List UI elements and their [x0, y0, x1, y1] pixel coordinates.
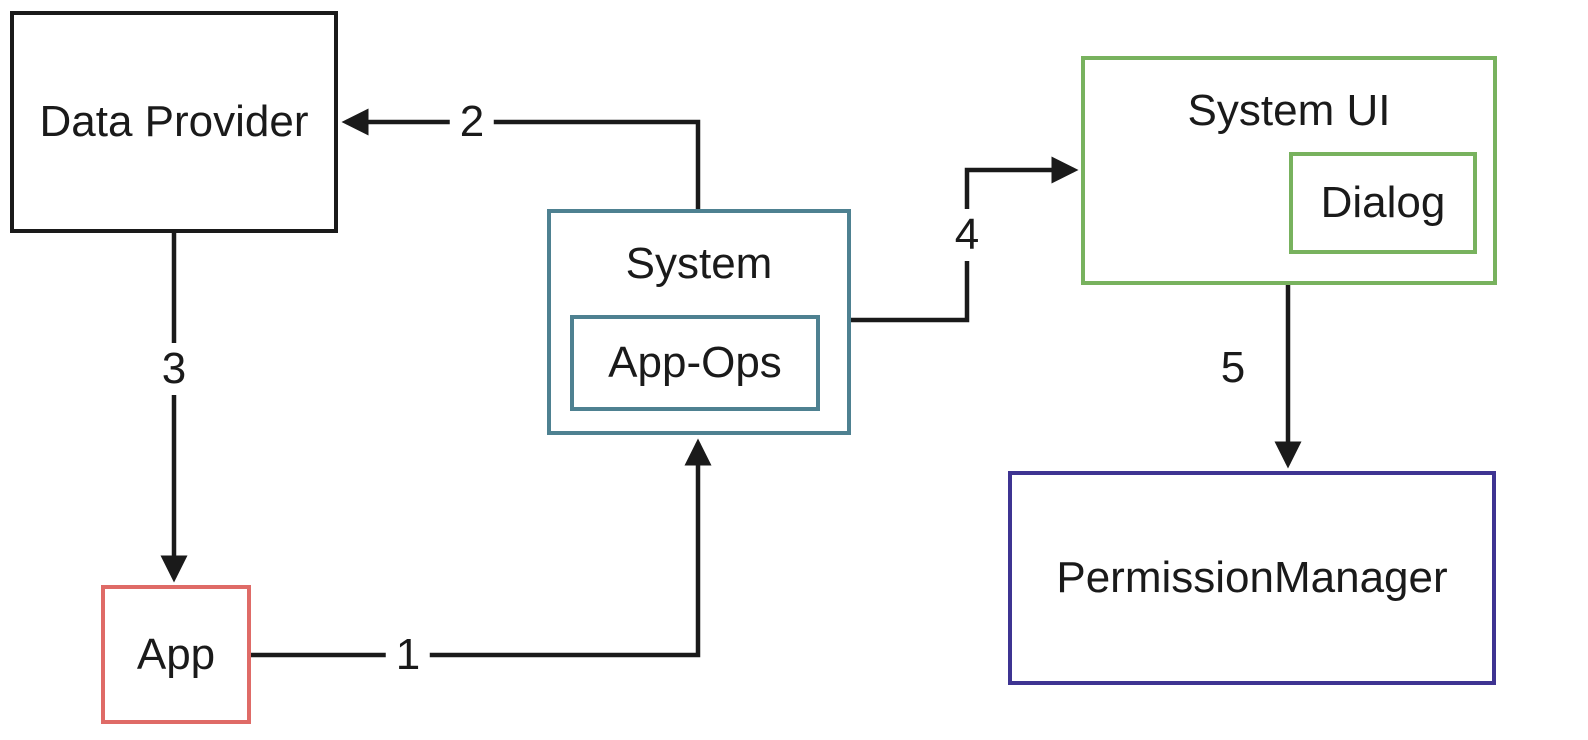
node-data-provider: Data Provider [10, 11, 338, 233]
arrow-1-label: 1 [385, 629, 431, 681]
node-app: App [101, 585, 251, 724]
node-dialog-label: Dialog [1320, 178, 1446, 227]
node-system-ui-label: System UI [1187, 86, 1391, 135]
node-permission-manager-label: PermissionManager [1056, 553, 1448, 602]
arrow-1-app-to-system [251, 438, 712, 658]
arrow-2-system-to-data-provider [341, 108, 701, 211]
node-dialog: Dialog [1289, 152, 1477, 254]
node-system-ui: System UI Dialog [1081, 56, 1497, 285]
node-app-label: App [136, 629, 216, 679]
node-system-label: System [625, 239, 773, 288]
node-app-ops-label: App-Ops [608, 338, 782, 387]
arrow-5-label: 5 [1210, 342, 1256, 394]
node-data-provider-label: Data Provider [39, 97, 309, 146]
arrow-2-label: 2 [449, 96, 495, 148]
node-permission-manager: PermissionManager [1008, 471, 1496, 685]
arrow-4-label: 4 [944, 209, 990, 261]
arrow-3-label: 3 [151, 343, 197, 395]
node-app-ops: App-Ops [570, 315, 820, 411]
node-system: System App-Ops [547, 209, 851, 435]
